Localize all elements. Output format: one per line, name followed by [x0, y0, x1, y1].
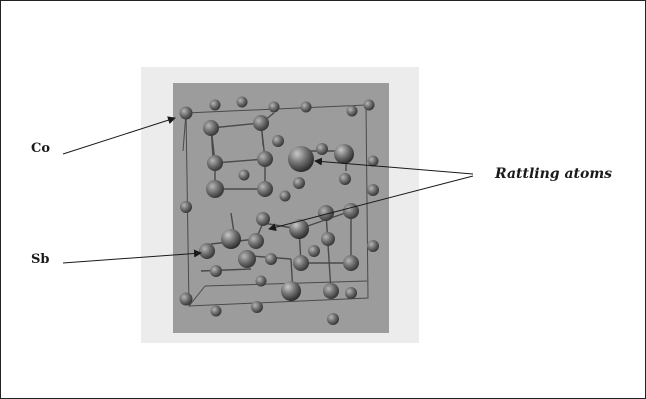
co-atom	[251, 301, 263, 313]
co-label: Co	[31, 141, 51, 156]
co-atom	[236, 96, 248, 108]
sb-atom	[203, 120, 219, 136]
co-atom	[367, 155, 379, 167]
sb-atom	[281, 281, 301, 301]
co-atom	[209, 99, 221, 111]
sb-label: Sb	[31, 252, 50, 267]
co-atom	[308, 245, 320, 257]
co-atom	[316, 143, 328, 155]
co-atom	[327, 313, 339, 325]
sb-atom	[323, 283, 339, 299]
co-atom	[180, 201, 192, 213]
sb-atom	[318, 205, 334, 221]
rattling-atom	[334, 144, 354, 164]
co-atom	[179, 106, 193, 120]
co-atom	[268, 101, 280, 113]
co-atom	[367, 240, 379, 252]
co-atom	[367, 184, 379, 196]
co-atom	[179, 292, 193, 306]
sb-atom	[343, 203, 359, 219]
co-atom	[210, 305, 222, 317]
sb-atom	[238, 250, 256, 268]
sb-atom	[199, 243, 215, 259]
co-atom	[346, 105, 358, 117]
co-atom	[255, 275, 267, 287]
rattling-arrow-upper	[314, 157, 474, 175]
rattling-atoms-label: Rattling atoms	[495, 166, 613, 182]
sb-atom	[256, 212, 270, 226]
rattling-atom	[288, 146, 314, 172]
co-atom	[300, 101, 312, 113]
atoms	[179, 96, 379, 325]
sb-atom	[343, 255, 359, 271]
co-atom	[345, 287, 357, 299]
sb-atom	[257, 151, 273, 167]
sb-atom	[293, 255, 309, 271]
co-atom	[210, 265, 222, 277]
co-atom	[265, 253, 277, 265]
co-atom	[238, 169, 250, 181]
sb-arrow	[62, 249, 202, 264]
sb-atom	[289, 219, 309, 239]
rattling-arrow-lower	[268, 175, 474, 232]
sb-atom	[257, 181, 273, 197]
co-atom	[272, 135, 284, 147]
sb-atom	[321, 232, 335, 246]
sb-atom	[253, 115, 269, 131]
co-atom	[339, 173, 351, 185]
sb-atom	[206, 180, 224, 198]
co-atom	[363, 99, 375, 111]
rattling-atom	[221, 229, 241, 249]
co-arrow	[62, 116, 176, 155]
sb-atom	[248, 233, 264, 249]
sb-atom	[207, 155, 223, 171]
annotation-arrows	[62, 116, 474, 264]
co-atom	[293, 177, 305, 189]
co-atom	[279, 190, 291, 202]
